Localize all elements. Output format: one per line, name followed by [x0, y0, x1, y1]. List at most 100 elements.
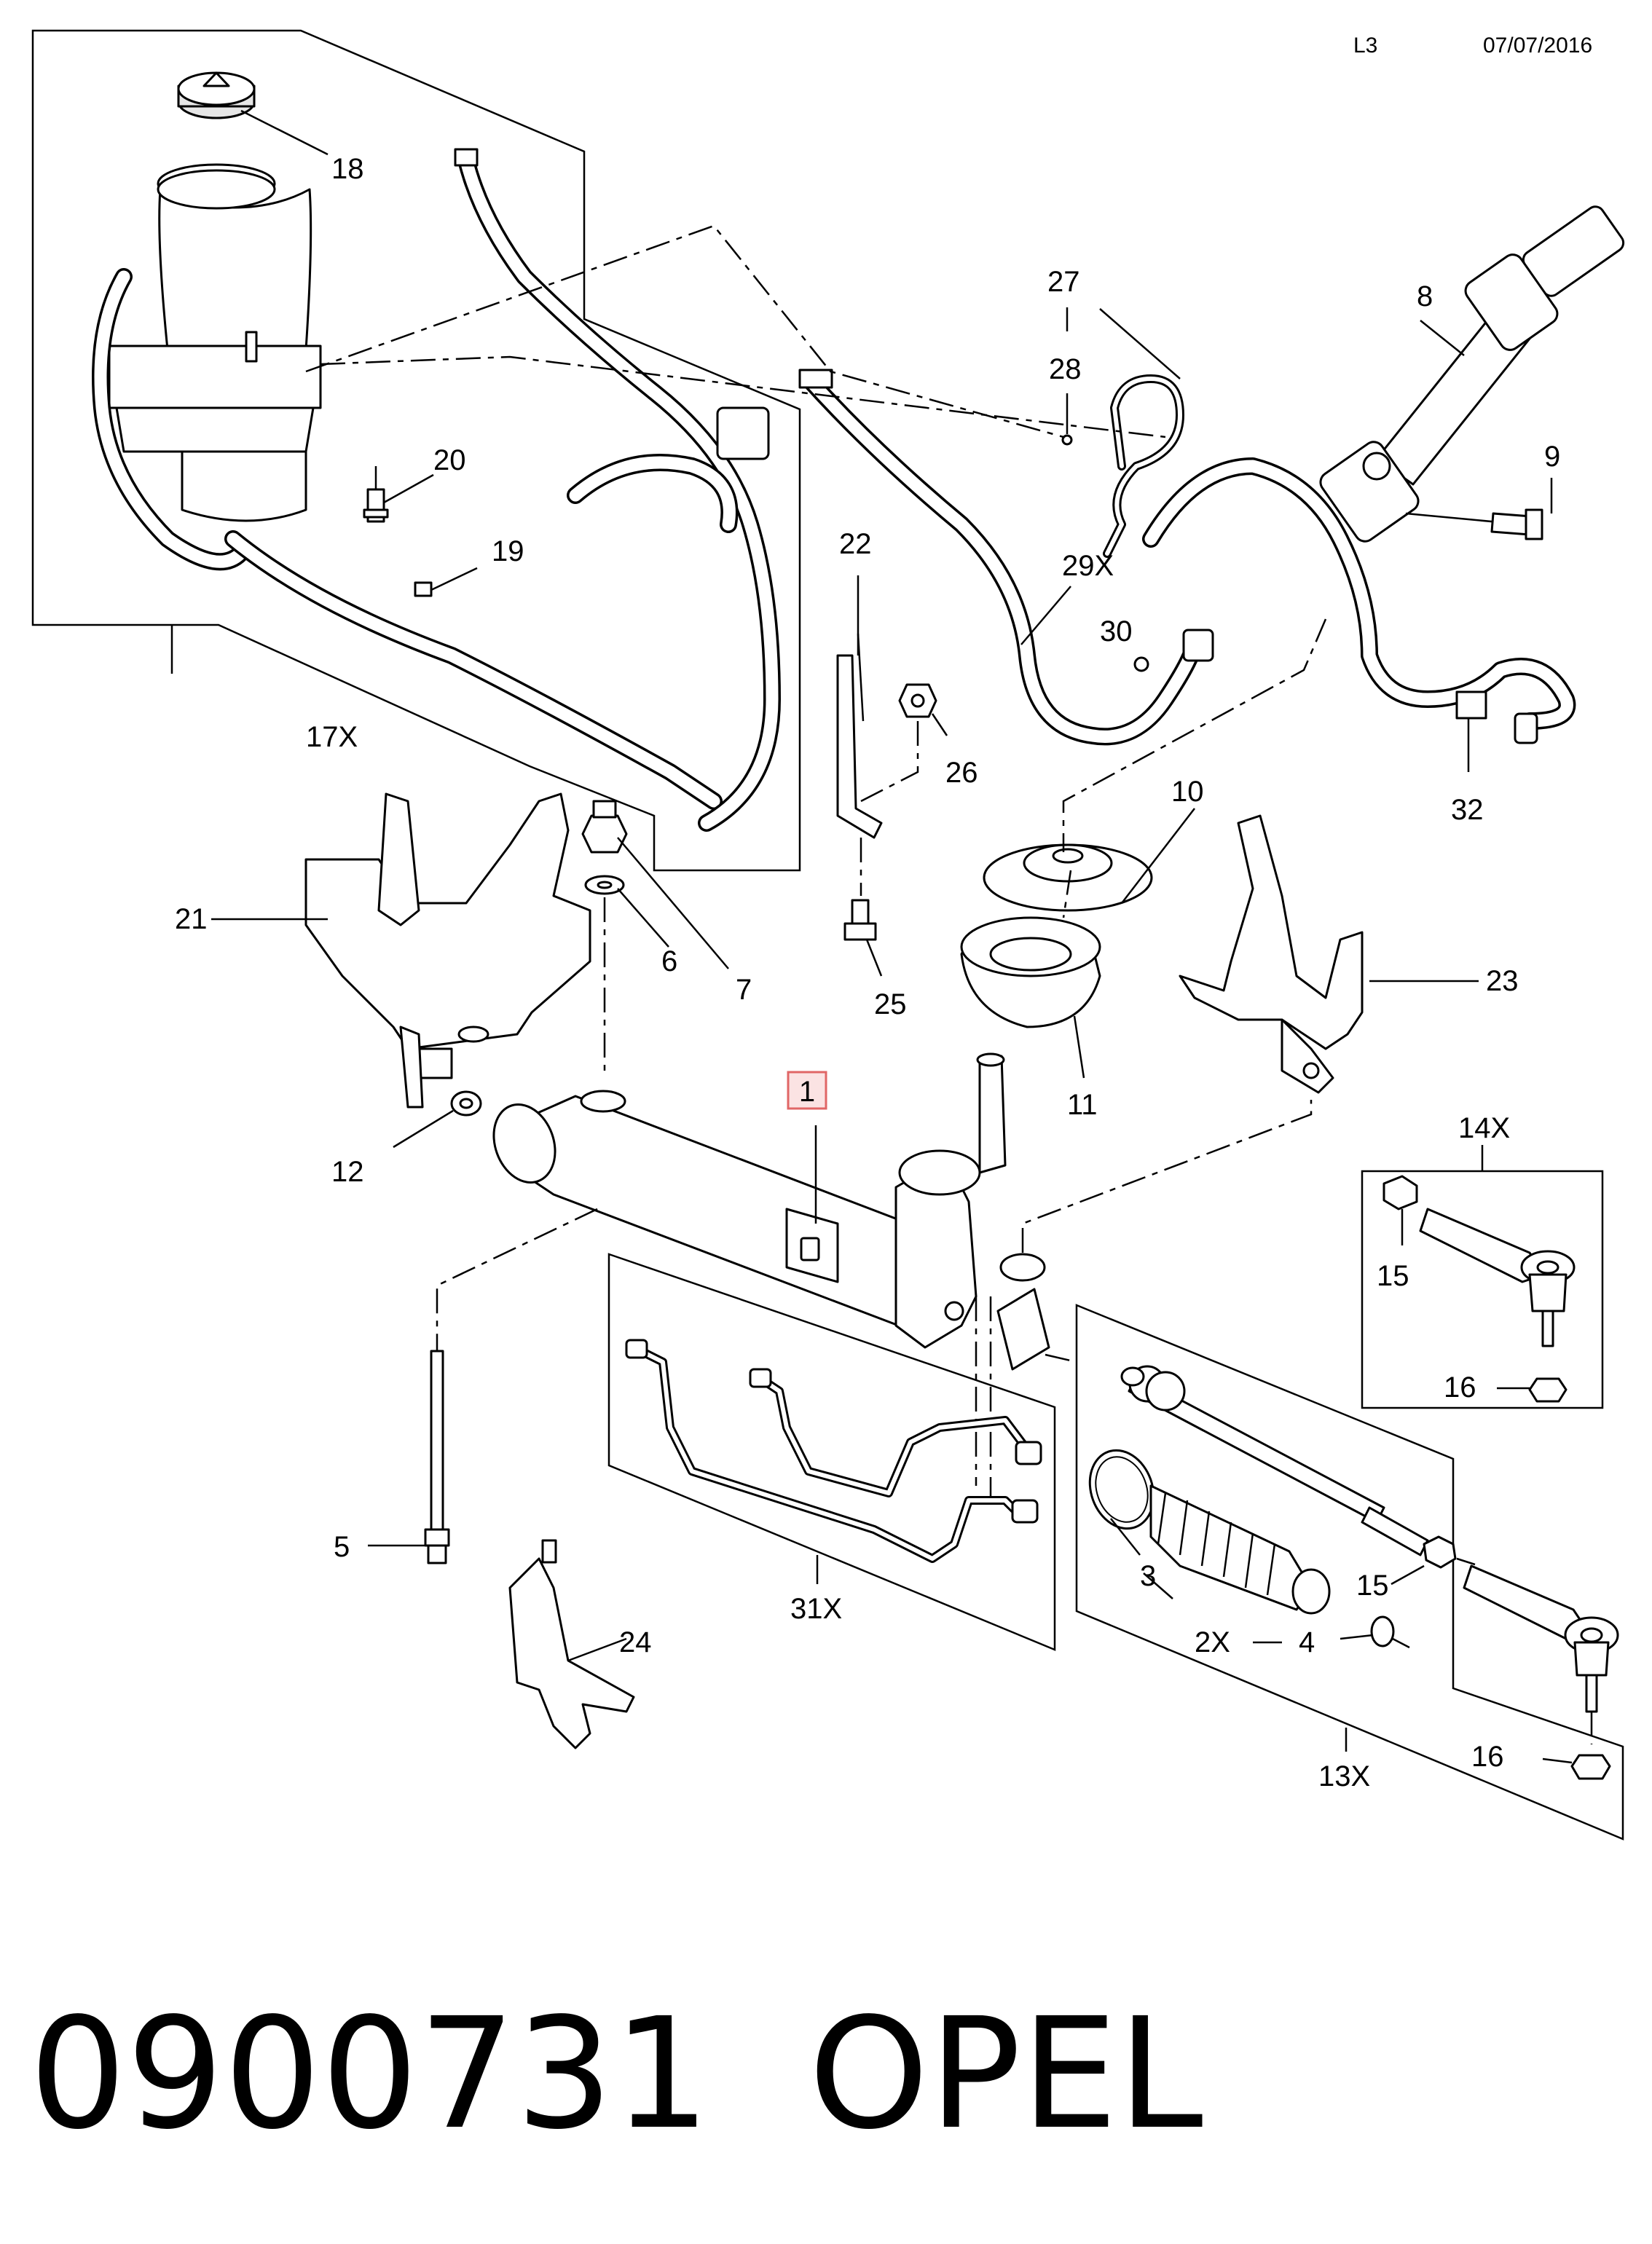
leader-19 — [430, 567, 478, 591]
leader-15b — [1391, 1564, 1425, 1586]
callout-1: 1 — [799, 1076, 815, 1108]
part-3-clamp-ring — [1088, 1449, 1155, 1530]
frame-31x — [607, 1253, 1056, 1651]
footer-brand: OPEL — [809, 1985, 1203, 2163]
part-7-nut — [581, 800, 628, 854]
part-24-bracket — [508, 1539, 635, 1749]
part-21-bracket — [304, 792, 591, 1109]
part-1-steering-rack — [492, 1052, 1050, 1371]
callout-18: 18 — [331, 153, 364, 185]
part-5-bolt — [424, 1350, 450, 1564]
reservoir-assembly — [92, 71, 322, 571]
callout-14x: 14X — [1458, 1112, 1510, 1144]
callout-25: 25 — [874, 988, 907, 1020]
leader-26 — [931, 713, 948, 736]
part-23-bracket — [1179, 814, 1364, 1094]
part-16-nut-13x — [1570, 1754, 1611, 1780]
leader-18 — [240, 109, 329, 156]
callout-20: 20 — [433, 444, 466, 476]
leader-3 — [1110, 1518, 1141, 1556]
callout-30: 30 — [1100, 615, 1133, 647]
frame-13x — [1075, 1304, 1624, 1841]
callout-8: 8 — [1417, 280, 1433, 312]
callout-27: 27 — [1047, 266, 1080, 298]
header-code: L3 — [1353, 34, 1377, 58]
leader-24 — [567, 1637, 627, 1662]
part-26-nut — [898, 683, 937, 718]
callout-15a: 15 — [1377, 1260, 1409, 1292]
part-19-clip — [414, 581, 433, 597]
dash-rack-13x — [1045, 1353, 1077, 1363]
part-6-washer — [584, 875, 625, 895]
callout-15b: 15 — [1356, 1570, 1389, 1602]
part-20-bolt — [363, 466, 389, 523]
callout-16a: 16 — [1444, 1371, 1476, 1404]
part-13x-tie-rod — [1120, 1365, 1429, 1556]
dash-5 — [436, 1208, 598, 1362]
callout-29x: 29X — [1062, 550, 1114, 582]
callout-24: 24 — [619, 1626, 652, 1658]
callout-32: 32 — [1451, 794, 1484, 826]
callout-28: 28 — [1049, 353, 1082, 385]
part-15-nut-13x — [1423, 1535, 1457, 1569]
callout-7: 7 — [736, 974, 752, 1006]
dash-10-11 — [1062, 870, 1072, 918]
part-10-boot — [983, 843, 1153, 912]
callout-17x: 17X — [306, 721, 358, 753]
footer-part-number: 0900731 — [29, 1985, 710, 2163]
leader-22b — [857, 633, 865, 722]
leader-3b — [1143, 1572, 1173, 1599]
leader-25 — [865, 939, 883, 977]
part-32-clamp — [1455, 690, 1487, 720]
callout-13x: 13X — [1318, 1760, 1370, 1792]
callout-6: 6 — [661, 945, 677, 977]
part-8-intermediate-shaft — [1319, 205, 1625, 543]
callout-9: 9 — [1544, 441, 1560, 473]
part-28-seal — [1061, 434, 1073, 446]
part-31x-pipes — [625, 1339, 1042, 1563]
part-4-clamp — [1370, 1615, 1410, 1649]
leader-7 — [617, 837, 729, 969]
callout-23: 23 — [1486, 965, 1519, 997]
callout-2x: 2X — [1195, 1626, 1230, 1658]
leader-10 — [1121, 808, 1195, 904]
leader-11 — [1073, 1015, 1085, 1079]
dash-15-13x — [1456, 1557, 1476, 1566]
header-date: 07/07/2016 — [1483, 34, 1592, 58]
dash-top-b — [320, 355, 1166, 438]
callout-12: 12 — [331, 1156, 364, 1188]
part-9-bolt — [1405, 508, 1543, 540]
frame-17x — [31, 29, 801, 872]
leader-4 — [1340, 1634, 1374, 1640]
callout-16b: 16 — [1471, 1741, 1504, 1773]
callout-11: 11 — [1067, 1089, 1098, 1121]
dash-boot — [1062, 618, 1327, 852]
callout-19: 19 — [492, 535, 524, 567]
hose-connector — [716, 406, 770, 460]
part-30-oring — [1133, 656, 1149, 672]
leader-29x — [1020, 586, 1071, 645]
callout-1-highlight — [787, 1071, 827, 1110]
leader-27b — [1099, 308, 1181, 379]
part-2x-boot — [1149, 1484, 1331, 1615]
callout-26: 26 — [945, 757, 978, 789]
part-25-bolt — [843, 899, 877, 941]
leader-12 — [393, 1109, 454, 1149]
dash-26 — [860, 721, 919, 803]
part-22-bracket — [836, 654, 883, 839]
callout-10: 10 — [1171, 776, 1204, 808]
callout-5: 5 — [334, 1531, 350, 1563]
part-tie-rod-end-13x — [1463, 1564, 1619, 1713]
part-12-nut — [450, 1090, 482, 1117]
callout-22: 22 — [839, 528, 872, 560]
leader-20 — [383, 473, 434, 504]
leader-16b — [1542, 1757, 1573, 1764]
part-11-seal — [960, 916, 1101, 1028]
callout-31x: 31X — [790, 1593, 842, 1625]
callout-4: 4 — [1299, 1626, 1315, 1658]
leader-8 — [1420, 320, 1465, 356]
callout-3: 3 — [1140, 1560, 1156, 1592]
callout-21: 21 — [175, 903, 208, 935]
leader-6 — [617, 888, 669, 948]
